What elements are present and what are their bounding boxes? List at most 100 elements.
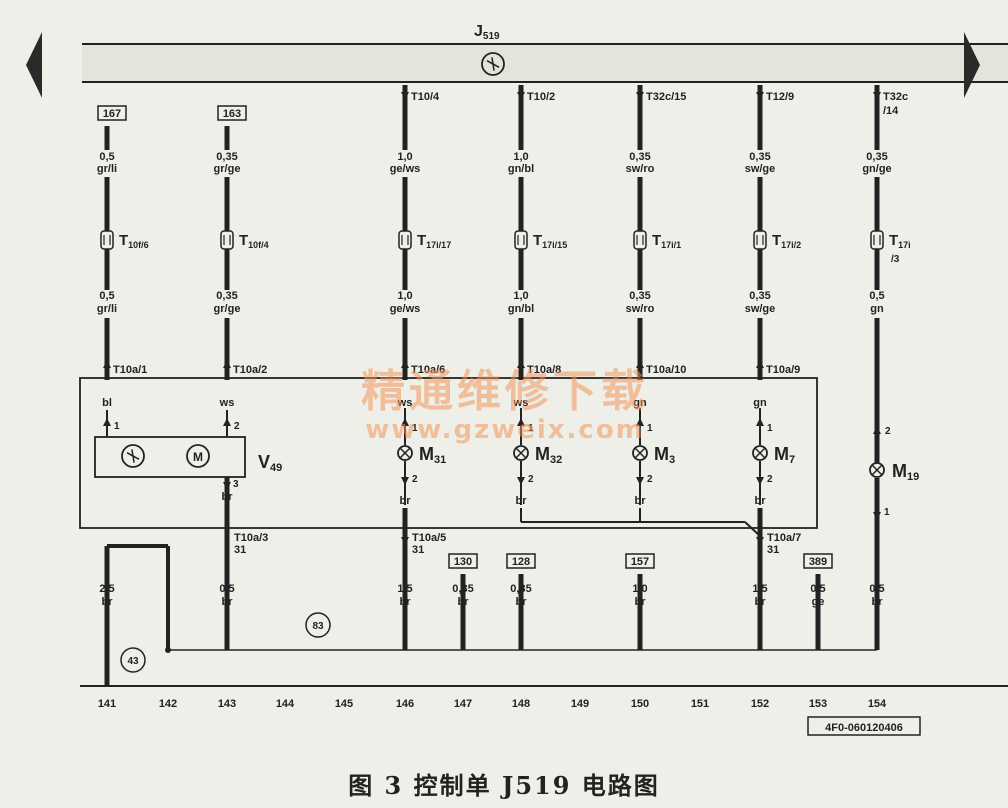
lamp-arrow-top-2 <box>636 418 644 426</box>
ref-box-389-box <box>803 553 833 569</box>
ref-box-167-box <box>97 105 127 121</box>
connector-5 <box>753 230 767 250</box>
ground-circle-left-label: 43 <box>127 656 139 667</box>
connector-4 <box>633 230 647 250</box>
pin-label-4: T10a/10 <box>646 364 686 376</box>
color-bottom-1: gr/ge <box>214 303 241 315</box>
ref-box-163: 163 <box>223 108 241 120</box>
code-box <box>807 716 921 736</box>
prev-arrow-icon[interactable] <box>24 30 44 100</box>
connector-3 <box>514 230 528 250</box>
module-box <box>79 377 818 529</box>
v49-label: V49 <box>258 452 282 474</box>
j519-pin-5: T12/9 <box>766 91 794 103</box>
next-arrow-icon[interactable] <box>962 30 982 100</box>
pin-label-0: T10a/1 <box>113 364 147 376</box>
ground-left-gauge: 2,5 <box>99 583 114 595</box>
gauge-top-4: 0,35 <box>629 151 650 163</box>
v49-pin-label: T10a/3 <box>234 532 268 544</box>
pin-label-1: T10a/2 <box>233 364 267 376</box>
gauge-bottom-4: 0,35 <box>629 290 650 302</box>
gauge-bottom-3: 1,0 <box>513 290 528 302</box>
lower-arrow-4 <box>756 537 764 545</box>
lower-pin-1: T10a/5 <box>412 532 446 544</box>
pin-arrow-up-2 <box>401 360 409 368</box>
lamp-3-x2 <box>754 447 766 459</box>
lamp-pin-bottom-1: 2 <box>528 474 534 485</box>
ref-box-157: 157 <box>631 556 649 568</box>
pin-arrow-up-1 <box>223 360 231 368</box>
connector-label-4: T17i/1 <box>652 232 681 250</box>
lamp-arrow-bottom-3 <box>756 477 764 485</box>
connector-label-3: T17i/15 <box>533 232 567 250</box>
ref-gauge-130: 0,35 <box>452 583 473 595</box>
gauge-bottom-0: 0,5 <box>99 290 114 302</box>
j519-pin-3: T10/2 <box>527 91 555 103</box>
pin-arrow-4 <box>636 92 644 100</box>
column-number-144: 144 <box>276 698 295 710</box>
j519-bar <box>82 45 1008 81</box>
lamp-arrow-bottom-1 <box>517 477 525 485</box>
gauge-bottom-1: 0,35 <box>216 290 237 302</box>
lamp-letter-0: ws <box>397 397 413 409</box>
ref-box-157-box <box>625 553 655 569</box>
ref-box-128: 128 <box>512 556 530 568</box>
pin-arrow-up-3 <box>517 360 525 368</box>
connector-6 <box>870 230 884 250</box>
gauge-top-1: 0,35 <box>216 151 237 163</box>
pin-arrow-5 <box>756 92 764 100</box>
v49-terminal: 31 <box>234 544 246 556</box>
m19-pin-top: 2 <box>885 426 891 437</box>
pin-arrow-6 <box>873 92 881 100</box>
ref-gauge-389: 0,5 <box>810 583 825 595</box>
ref-box-389: 389 <box>809 556 827 568</box>
m19-color: br <box>872 596 884 608</box>
lower-gauge-4: 1,5 <box>752 583 767 595</box>
ref-box-130-box <box>448 553 478 569</box>
ref-gauge-128: 0,35 <box>510 583 531 595</box>
ground-circle-left <box>120 647 146 673</box>
column-number-150: 150 <box>631 698 649 710</box>
color-bottom-6: gn <box>870 303 884 315</box>
lamp-letter-3: gn <box>753 397 767 409</box>
column-number-146: 146 <box>396 698 414 710</box>
color-bottom-5: sw/ge <box>745 303 776 315</box>
lamp-br-1: br <box>516 495 528 507</box>
connector-label-5: T17i/2 <box>772 232 801 250</box>
lower-pin-4: T10a/7 <box>767 532 801 544</box>
connector-2 <box>398 230 412 250</box>
j519-pin2-6: /14 <box>883 105 899 117</box>
column-number-147: 147 <box>454 698 472 710</box>
j519-fan-icon-stroke-2 <box>491 57 495 71</box>
connector-0 <box>100 230 114 250</box>
ref-box-130: 130 <box>454 556 472 568</box>
ground-left-color: br <box>102 596 114 608</box>
v49-box <box>94 436 246 478</box>
j519-pin-4: T32c/15 <box>646 91 686 103</box>
connector-label-1: T10f/4 <box>239 232 269 250</box>
m19-label: M19 <box>892 461 919 483</box>
connector-1 <box>220 230 234 250</box>
ground-circle-mid <box>305 612 331 638</box>
v49-pin-0: 1 <box>114 421 120 432</box>
lamp-arrow-top-0 <box>401 418 409 426</box>
gauge-bottom-6: 0,5 <box>869 290 884 302</box>
color-top-4: sw/ro <box>626 163 655 175</box>
connector-label-2: T17i/17 <box>417 232 451 250</box>
color-top-2: ge/ws <box>390 163 421 175</box>
j519-fan-icon <box>481 52 505 76</box>
pin-arrow-up-5 <box>756 360 764 368</box>
j519-pin-2: T10/4 <box>411 91 440 103</box>
lamp-br-3: br <box>755 495 767 507</box>
lamp-label-0: M31 <box>419 444 446 466</box>
pin-label-5: T10a/9 <box>766 364 800 376</box>
gauge-top-5: 0,35 <box>749 151 770 163</box>
column-number-142: 142 <box>159 698 177 710</box>
lower-color-1: br <box>400 596 412 608</box>
ref-box-128-box <box>506 553 536 569</box>
pin-arrow-3 <box>517 92 525 100</box>
color-bottom-0: gr/li <box>97 303 117 315</box>
lamp-pin-bottom-0: 2 <box>412 474 418 485</box>
v49-br: br <box>222 491 234 503</box>
